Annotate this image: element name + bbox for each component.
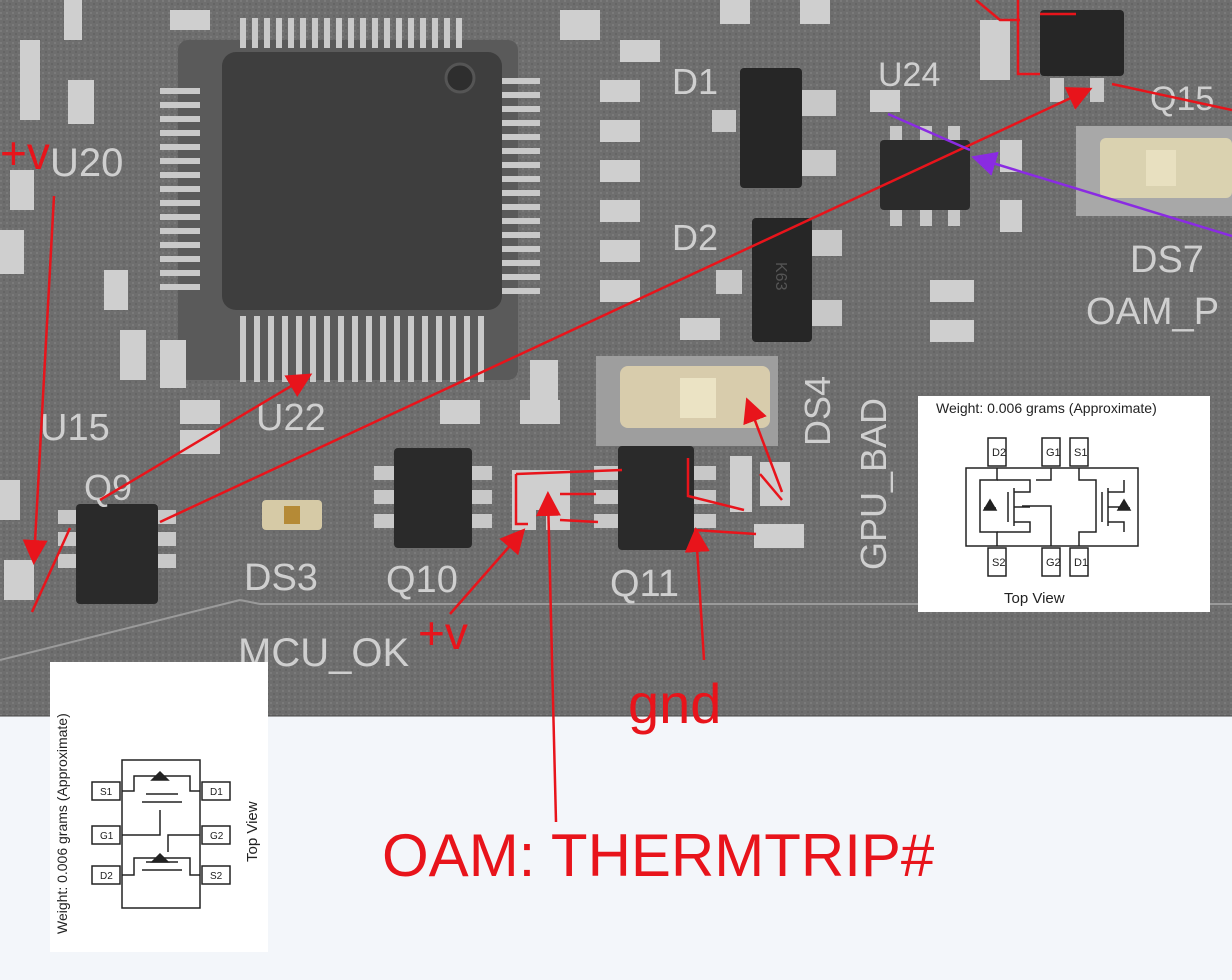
inset-top-view: Top View xyxy=(1004,590,1065,607)
pin-bottom-1: S2 xyxy=(992,557,1005,569)
sot-package-d2: K63 xyxy=(716,218,842,342)
pin-left-1: S1 xyxy=(100,787,113,798)
silk-d2: D2 xyxy=(672,217,718,258)
pin-right-3: S2 xyxy=(210,871,223,882)
pin-right-1: D1 xyxy=(210,787,223,798)
sot-package-q15 xyxy=(1040,10,1124,102)
silk-u20: U20 xyxy=(50,141,123,185)
silk-ds3: DS3 xyxy=(244,557,318,599)
label-thermtrip: OAM: THERMTRIP# xyxy=(382,822,935,889)
silk-gpu-bad: GPU_BAD xyxy=(853,398,894,570)
passive-components xyxy=(0,0,1022,600)
silk-q11: Q11 xyxy=(610,563,679,605)
silk-u24: U24 xyxy=(878,56,940,94)
pin-top-2: G1 xyxy=(1046,447,1061,459)
led-ds7 xyxy=(1076,126,1232,216)
pin-bottom-2: G2 xyxy=(1046,557,1061,569)
pin-left-2: G1 xyxy=(100,831,114,842)
purple-annotation xyxy=(887,112,1232,238)
inset-weight: Weight: 0.006 grams (Approximate) xyxy=(936,400,1157,416)
silk-u15: U15 xyxy=(40,407,110,449)
pin-top-1: D2 xyxy=(992,447,1006,459)
annotation-traces xyxy=(22,0,1232,823)
label-plus-v-top: +v xyxy=(0,127,50,179)
datasheet-inset-left: Weight: 0.006 grams (Approximate) S1 G1 … xyxy=(50,662,268,952)
q9-package xyxy=(58,504,176,604)
silk-oam: OAM_P xyxy=(1086,291,1219,333)
mosfet-pinout-diagram-rotated: S1 G1 D2 D1 G2 S2 xyxy=(91,759,231,909)
chip-marking: K63 xyxy=(772,262,789,291)
silk-q9: Q9 xyxy=(84,467,132,508)
silk-ds7: DS7 xyxy=(1130,239,1204,281)
pin-bottom-3: D1 xyxy=(1074,557,1088,569)
datasheet-inset-right: Weight: 0.006 grams (Approximate) D2 G1 … xyxy=(918,396,1210,612)
label-gnd: gnd xyxy=(628,672,722,735)
u24-package xyxy=(880,126,970,226)
silk-d1: D1 xyxy=(672,61,718,102)
pin-left-3: D2 xyxy=(100,871,113,882)
label-plus-v-bottom: +v xyxy=(418,607,468,659)
silk-q10: Q10 xyxy=(386,559,458,601)
led-ds4 xyxy=(596,356,778,446)
inset-left-top-view: Top View xyxy=(244,801,261,862)
q10-package xyxy=(374,448,492,548)
qfp-mcu-chip xyxy=(160,18,540,382)
pin-top-3: S1 xyxy=(1074,447,1087,459)
silk-ds4: DS4 xyxy=(797,376,838,446)
mosfet-pinout-diagram: D2 G1 S1 S2 G2 D1 xyxy=(965,437,1139,577)
silk-u22: U22 xyxy=(256,397,326,439)
pin-right-2: G2 xyxy=(210,831,224,842)
sot-package-d1 xyxy=(712,68,836,188)
